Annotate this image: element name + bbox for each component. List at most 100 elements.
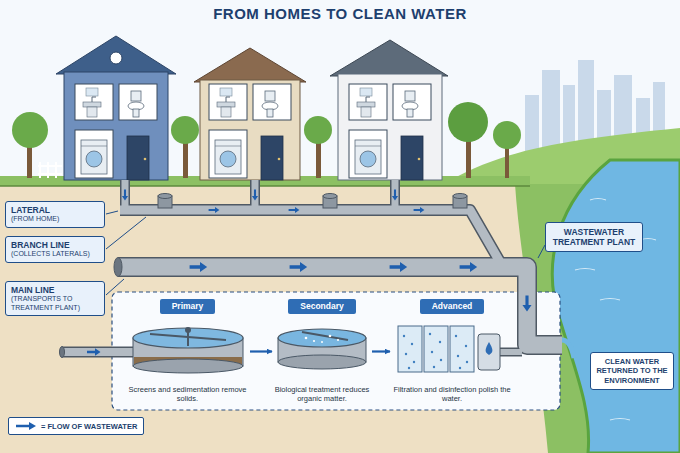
wastewater-illustration [106, 217, 146, 249]
node-heading: WASTEWATER TREATMENT PLANT [552, 227, 636, 247]
wastewater-illustration [289, 207, 300, 213]
wastewater-illustration [190, 262, 208, 272]
wastewater-illustration [120, 210, 500, 262]
wastewater-illustration [106, 211, 118, 214]
wastewater-illustration [12, 112, 48, 148]
node-heading: Primary [160, 299, 216, 314]
wastewater-illustration [330, 40, 448, 180]
wastewater-illustration [304, 116, 332, 144]
wastewater-illustration [122, 190, 128, 201]
wastewater-illustration [459, 367, 461, 369]
wastewater-illustration [106, 279, 124, 295]
wastewater-illustration [398, 326, 422, 372]
flow-arrow [250, 350, 272, 352]
wastewater-illustration [133, 328, 243, 348]
wastewater-illustration [278, 329, 366, 369]
wastewater-illustration [455, 335, 457, 337]
wastewater-illustration [466, 361, 468, 363]
wastewater-illustration [38, 173, 62, 175]
wastewater-illustration [47, 162, 49, 178]
node-body: (FROM HOME) [11, 215, 99, 223]
flow-arrow [372, 350, 390, 352]
wastewater-illustration [349, 84, 431, 180]
wastewater-illustration [321, 341, 323, 343]
wastewater-illustration [413, 361, 415, 363]
wastewater-illustration [500, 349, 522, 355]
wastewater-illustration [302, 332, 348, 340]
wastewater-illustration [278, 329, 366, 347]
wastewater-illustration [62, 347, 133, 358]
callout-box: LATERAL(FROM HOME) [5, 201, 105, 228]
wastewater-illustration [457, 355, 459, 357]
wastewater-illustration [505, 145, 509, 178]
wastewater-illustration [290, 262, 308, 272]
wastewater-illustration [429, 333, 431, 335]
node-heading: MAIN LINE [11, 285, 99, 295]
wastewater-illustration [453, 194, 467, 199]
callout-box: BRANCH LINE(COLLECTS LATERALS) [5, 236, 105, 263]
wastewater-illustration [110, 52, 122, 64]
node-body: (COLLECTS LATERALS) [11, 250, 99, 258]
wastewater-illustration [522, 295, 531, 311]
wastewater-illustration [62, 348, 133, 356]
wastewater-illustration [158, 194, 172, 199]
wastewater-illustration [450, 326, 474, 372]
wastewater-illustration [56, 36, 176, 74]
wastewater-illustration [305, 337, 308, 340]
legend-box: = FLOW OF WASTEWATER [8, 417, 144, 435]
wastewater-illustration [313, 340, 315, 342]
wastewater-illustration [278, 355, 366, 369]
wastewater-illustration [305, 335, 339, 343]
node-body: (TRANSPORTS TO TREATMENT PLANT) [11, 295, 99, 312]
wastewater-illustration [465, 345, 467, 347]
wastewater-illustration [120, 210, 500, 262]
wastewater-illustration [194, 48, 306, 82]
wastewater-illustration [433, 366, 435, 368]
legend-text: = FLOW OF WASTEWATER [41, 422, 137, 431]
node-heading: Advanced [420, 299, 485, 314]
wastewater-illustration [252, 190, 258, 201]
wastewater-illustration [133, 327, 243, 373]
wastewater-illustration [552, 160, 680, 453]
wastewater-illustration [112, 292, 560, 410]
wastewater-illustration [575, 269, 595, 271]
legend-sample [15, 421, 37, 431]
wastewater-illustration [408, 367, 410, 369]
wastewater-illustration [590, 199, 606, 201]
treatment-stage: PrimaryScreens and sedimentation remove … [125, 299, 250, 404]
wastewater-illustration [478, 334, 500, 370]
wastewater-illustration [448, 102, 488, 142]
wastewater-illustration [106, 211, 545, 295]
node-heading: Secondary [288, 299, 355, 314]
wastewater-illustration [431, 351, 433, 353]
wastewater-illustration [114, 258, 122, 277]
wastewater-illustration [316, 140, 321, 178]
wastewater-illustration [439, 341, 441, 343]
wastewater-illustration [185, 327, 191, 333]
wastewater-illustration [62, 180, 562, 352]
wastewater-illustration [390, 262, 408, 272]
wastewater-illustration [133, 359, 243, 373]
wastewater-illustration [500, 348, 522, 357]
wastewater-illustration [209, 84, 291, 180]
wastewater-illustration [424, 326, 448, 372]
wastewater-illustration [338, 74, 442, 180]
wastewater-illustration [403, 333, 468, 369]
wastewater-illustration [493, 121, 521, 149]
wastewater-illustration [55, 162, 57, 178]
wastewater-illustration [329, 335, 332, 338]
node-body: Biological treatment reduces organic mat… [272, 385, 372, 405]
wastewater-illustration [87, 348, 101, 356]
wastewater-illustration [158, 194, 467, 209]
wastewater-illustration [183, 140, 188, 178]
wastewater-illustration [171, 116, 199, 144]
wastewater-illustration [60, 347, 65, 358]
wastewater-illustration [486, 342, 493, 355]
wastewater-illustration [403, 335, 405, 337]
wastewater-illustration [0, 185, 530, 187]
wastewater-illustration [337, 339, 339, 341]
wastewater-illustration [56, 36, 176, 180]
wastewater-illustration [460, 262, 478, 272]
wastewater-illustration [562, 340, 574, 358]
